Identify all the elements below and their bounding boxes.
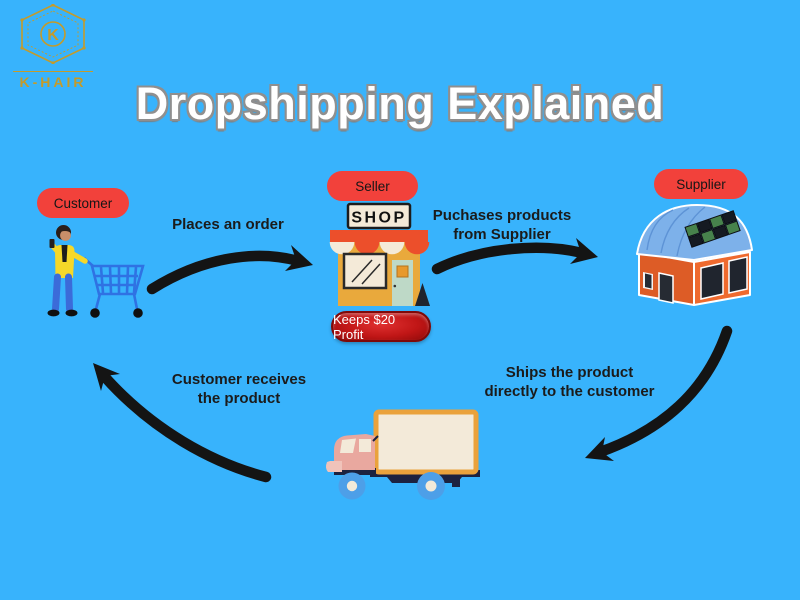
step-receives-line2: the product (197, 389, 281, 407)
seller-label: Seller (355, 178, 390, 194)
brand-monogram: K (47, 27, 59, 44)
arrow-receives (93, 363, 272, 483)
step-ships: Ships the product directly to the custom… (462, 364, 677, 401)
warehouse-front-door (658, 272, 674, 304)
step-purchases-line1: Puchases products (432, 207, 572, 224)
customer-person-icon (47, 225, 145, 318)
shop-door (392, 260, 413, 306)
profit-badge: Keeps $20 Profit (331, 311, 431, 342)
supplier-label-pill: Supplier (654, 169, 748, 199)
step-receives-line1: Customer receives (171, 371, 307, 388)
step-purchases: Puchases products from Supplier (418, 207, 586, 244)
truck-wheels (338, 472, 445, 500)
warehouse-solar-panels (684, 210, 741, 248)
arrow-places-order (146, 245, 313, 295)
delivery-truck-icon (325, 409, 480, 500)
seller-shop-icon: SHOP (329, 202, 430, 306)
step-purchases-line2: from Supplier (453, 225, 551, 243)
shop-sign-text: SHOP (351, 210, 406, 227)
shopping-cart-icon (83, 257, 145, 310)
brand-emblem-icon: K (20, 3, 86, 65)
arrow-ships (585, 325, 733, 461)
customer-label-pill: Customer (37, 188, 129, 218)
page-title: Dropshipping Explained (135, 78, 665, 129)
supplier-label: Supplier (676, 176, 726, 192)
supplier-warehouse-icon (636, 204, 753, 306)
shop-awning (329, 230, 430, 255)
shop-signboard (346, 202, 412, 230)
step-places-order-text: Places an order (172, 216, 284, 233)
brand-logo: K K-HAIR (10, 3, 96, 90)
brand-name: K-HAIR (13, 71, 93, 90)
customer-label: Customer (53, 195, 113, 211)
shop-window (342, 252, 388, 290)
seller-label-pill: Seller (327, 171, 418, 201)
step-ships-line2: directly to the customer (484, 382, 655, 400)
step-receives: Customer receives the product (158, 371, 320, 408)
step-places-order: Places an order (148, 216, 308, 235)
truck-cab (325, 434, 379, 475)
arrow-purchases (431, 238, 598, 275)
warehouse-garage-door-2 (728, 256, 748, 294)
profit-badge-text: Keeps $20 Profit (333, 311, 396, 342)
warehouse-garage-door-1 (700, 262, 724, 300)
customer-figure (47, 225, 88, 317)
truck-cargo-box (373, 409, 479, 475)
shop-sandwich-board (415, 283, 430, 306)
step-ships-line1: Ships the product (505, 364, 634, 381)
